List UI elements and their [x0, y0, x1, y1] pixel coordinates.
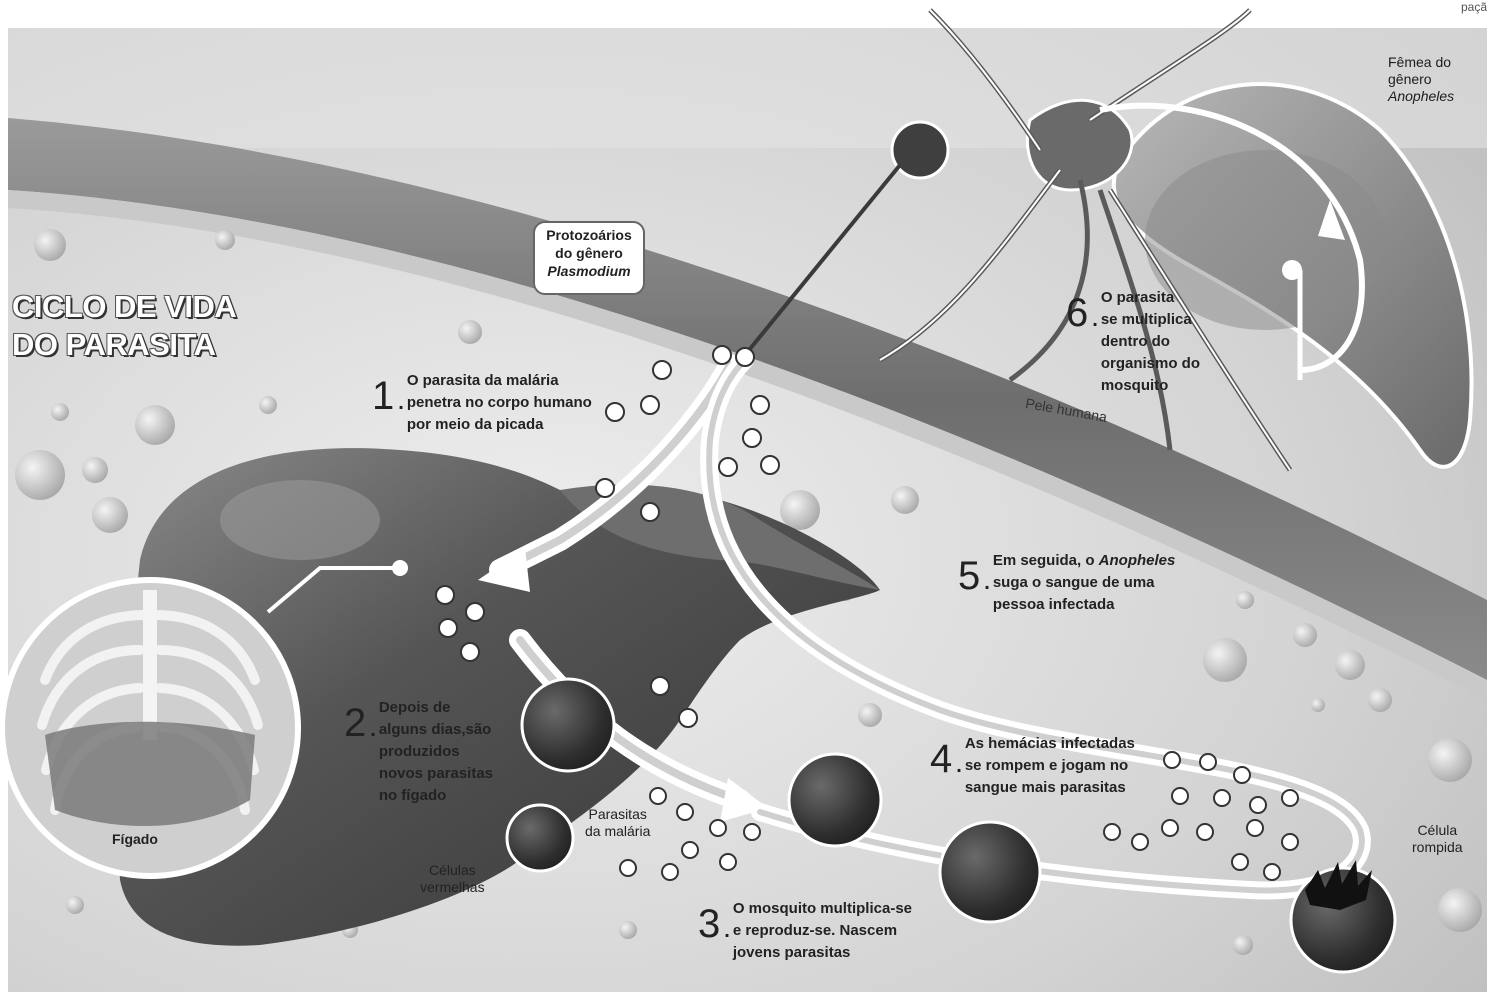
step-1-text: O parasita da malária penetra no corpo h…	[407, 370, 592, 436]
callout-line-3-wrap: Plasmodium	[535, 262, 643, 280]
step-6-text: O parasita se multiplica dentro do organ…	[1101, 287, 1200, 397]
mosquito-label-line-2: gênero	[1388, 71, 1454, 88]
mosquito-label-line-3: Anopheles	[1388, 88, 1454, 105]
step-5: 5 . Em seguida, o Anopheles suga o sangu…	[958, 550, 1175, 616]
step-1-dot: .	[398, 392, 404, 415]
mosquito-label-line-1: Fêmea do	[1388, 54, 1454, 71]
red-cells-label: Células vermelhas	[420, 862, 485, 896]
step-1: 1 . O parasita da malária penetra no cor…	[372, 370, 592, 436]
step-3-text: O mosquito multiplica-se e reproduz-se. …	[733, 898, 912, 964]
step-4-number: 4	[930, 739, 952, 779]
liver-pointer-dot	[392, 560, 408, 576]
step-5-text-pre: Em seguida, o	[993, 552, 1099, 569]
step-4-text: As hemácias infectadas se rompem e jogam…	[965, 733, 1135, 799]
step-6-number: 6	[1066, 293, 1088, 333]
mosquito-label: Fêmea do gênero Anopheles	[1388, 54, 1454, 105]
step-4-dot: .	[956, 755, 962, 778]
ruptured-cell-label: Célula rompida	[1412, 822, 1463, 856]
step-5-number: 5	[958, 556, 980, 596]
corner-text: paçã	[1461, 0, 1487, 14]
step-3: 3 . O mosquito multiplica-se e reproduz-…	[698, 898, 912, 964]
step-5-text-post: suga o sangue de uma pessoa infectada	[993, 574, 1155, 613]
liver-label: Fígado	[112, 831, 158, 848]
step-3-dot: .	[724, 920, 730, 943]
step-5-text-species: Anopheles	[1099, 552, 1176, 569]
callout-line-1: Protozoários	[535, 226, 643, 244]
title-line-2: DO PARASITA	[12, 326, 236, 364]
callout-line-2: do gênero	[535, 244, 643, 262]
callout-line-3: Plasmodium	[547, 263, 630, 279]
step-2: 2 . Depois de alguns dias,são produzidos…	[344, 697, 493, 807]
plasmodium-callout: Protozoários do gênero Plasmodium	[533, 221, 645, 295]
step-3-number: 3	[698, 904, 720, 944]
step-6-dot: .	[1092, 309, 1098, 332]
step-2-text: Depois de alguns dias,são produzidos nov…	[379, 697, 493, 807]
step-5-text: Em seguida, o Anopheles suga o sangue de…	[993, 550, 1176, 616]
liver-highlight	[220, 480, 380, 560]
step-1-number: 1	[372, 376, 394, 416]
step-6: 6 . O parasita se multiplica dentro do o…	[1066, 287, 1200, 397]
step-4: 4 . As hemácias infectadas se rompem e j…	[930, 733, 1135, 799]
step-2-dot: .	[370, 719, 376, 742]
parasites-label: Parasitas da malária	[585, 806, 650, 840]
step-5-dot: .	[984, 572, 990, 595]
title-line-1: CICLO DE VIDA	[12, 288, 236, 326]
step-2-number: 2	[344, 703, 366, 743]
diagram-title: CICLO DE VIDA DO PARASITA	[12, 288, 236, 364]
